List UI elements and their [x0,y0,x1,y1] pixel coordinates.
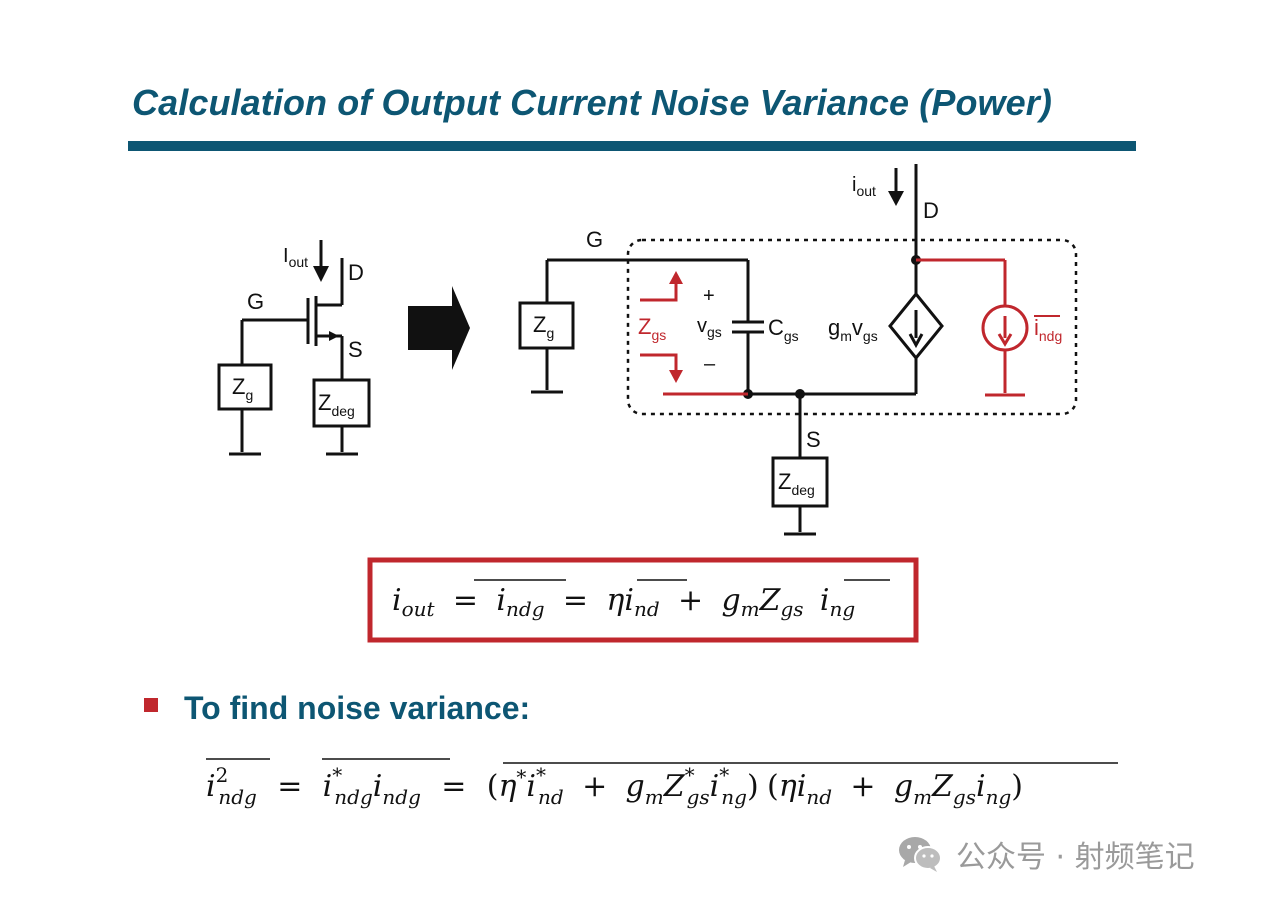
zgs-label: Zgs [638,314,666,343]
right-gate-label: G [586,227,603,252]
right-zdeg-label: Zdeg [778,469,815,498]
right-zg-label: Zg [533,312,554,341]
bullet-text: To find noise variance: [184,690,531,726]
indg-label: indg [1034,315,1062,344]
equation1: iout = indg = ηind + gmZgs ing [392,583,855,623]
right-source-label: S [806,427,821,452]
bullet-square-icon [144,698,158,712]
right-drain-label: D [923,198,939,223]
title-underline [128,141,1136,151]
page-title: Calculation of Output Current Noise Vari… [132,82,1052,123]
plus-sign: + [703,285,715,307]
watermark: 公众号 · 射频笔记 [896,832,1195,876]
equation2-overbars [206,758,1118,764]
vgs-label: vgs [697,315,722,340]
right-iout-label: iout [852,174,876,199]
left-iout-label: Iout [283,245,308,270]
left-circuit [217,240,371,456]
right-circuit-wires [518,164,944,536]
right-circuit-labels: iout D G Zg Zgs + vgs – Cgs gmvgs indg S… [533,174,1062,498]
left-zg-label: Zg [232,374,253,403]
left-zdeg-label: Zdeg [318,390,355,419]
left-circuit-labels: Iout D G S Zg Zdeg [232,245,364,419]
small-signal-model-box [626,238,1078,416]
watermark-text: 公众号 · 射频笔记 [956,840,1195,875]
gm-vgs-label: gmvgs [828,315,878,344]
equation1-box [367,557,919,643]
cgs-label: Cgs [768,315,799,344]
noise-elements [640,258,1060,397]
right-arrow-icon [408,286,470,370]
left-source-label: S [348,337,363,362]
wechat-icon [899,837,942,872]
minus-sign: – [704,353,716,375]
left-gate-label: G [247,289,264,314]
left-drain-label: D [348,260,364,285]
